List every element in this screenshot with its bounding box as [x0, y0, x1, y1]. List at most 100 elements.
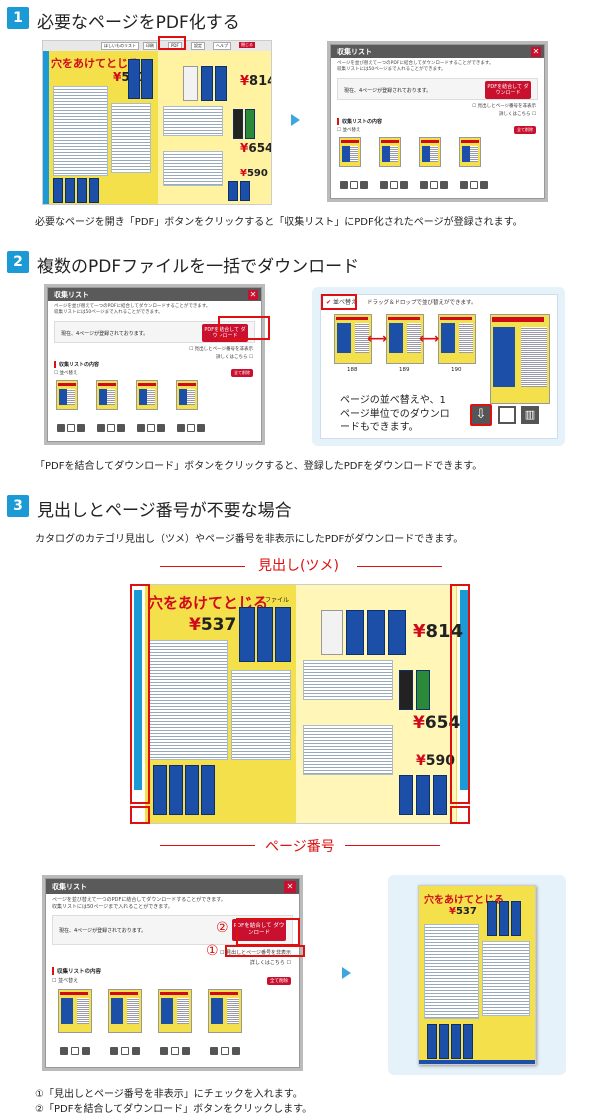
trash-icon[interactable] — [440, 181, 448, 189]
view-icon[interactable] — [350, 181, 358, 189]
merge-download-button[interactable]: PDFを結合して ダウンロード — [232, 919, 286, 941]
page-thumbnail[interactable] — [459, 137, 481, 167]
sort-callout-panel: ✔ 並べ替え ドラッグ＆ドロップで並び替えができます。 ⟷ ⟷ 188 189 … — [312, 287, 565, 446]
trash-icon[interactable] — [132, 1047, 140, 1055]
close-icon[interactable]: ✕ — [531, 47, 541, 57]
toolbar-print[interactable]: 印刷 — [143, 42, 157, 50]
dialog-title: 収集リスト — [52, 882, 87, 891]
more-info-link[interactable]: 詳しくはこちら ☐ — [499, 112, 536, 117]
delete-all-button[interactable]: 全て削除 — [267, 977, 291, 985]
hide-heading-checkbox[interactable]: ☐ 見出しとページ番号を非表示 — [220, 950, 291, 956]
price-4-value: 590 — [425, 753, 455, 769]
label-line — [357, 566, 442, 567]
toolbar-settings[interactable]: 設定 — [191, 42, 205, 50]
price-1: ¥537 — [189, 615, 236, 635]
hide-heading-checkbox[interactable]: ☐ 見出しとページ番号を非表示 — [189, 347, 253, 352]
catalog-toolbar: ほしいものリスト 印刷 PDF 設定 ヘルプ 閉じる — [43, 41, 271, 51]
hide-heading-label: 見出しとページ番号を非表示 — [226, 950, 291, 956]
download-icon[interactable] — [380, 181, 388, 189]
trash-icon[interactable] — [400, 181, 408, 189]
page-thumbnail[interactable] — [58, 989, 92, 1033]
view-icon[interactable] — [470, 181, 478, 189]
download-icon[interactable]: ⇩ — [470, 404, 492, 426]
view-icon[interactable] — [430, 181, 438, 189]
view-icon[interactable] — [498, 406, 516, 424]
view-icon[interactable] — [390, 181, 398, 189]
more-info-link[interactable]: 詳しくはこちら ☐ — [216, 355, 253, 360]
price-3-value: 654 — [248, 141, 272, 155]
sort-highlight — [321, 294, 357, 310]
delete-all-button[interactable]: 全て削除 — [514, 126, 536, 134]
download-icon[interactable] — [420, 181, 428, 189]
download-icon[interactable] — [110, 1047, 118, 1055]
catalog-title: 穴をあけてとじる — [148, 594, 269, 612]
download-icon[interactable] — [60, 1047, 68, 1055]
view-icon[interactable] — [71, 1047, 79, 1055]
download-icon[interactable] — [97, 424, 105, 432]
trash-icon[interactable]: ▥ — [521, 406, 539, 424]
yen-mark: ¥ — [240, 141, 249, 155]
merge-download-button[interactable]: PDFを結合して ダウンロード — [485, 80, 531, 99]
view-icon[interactable] — [221, 1047, 229, 1055]
page-thumbnail[interactable] — [108, 989, 142, 1033]
page-thumbnail[interactable] — [386, 314, 424, 364]
label-line — [160, 845, 255, 846]
download-icon[interactable] — [137, 424, 145, 432]
trash-icon[interactable] — [480, 181, 488, 189]
dialog-titlebar: 収集リスト ✕ — [46, 879, 299, 894]
trash-icon[interactable] — [182, 1047, 190, 1055]
toolbar-help[interactable]: ヘルプ — [213, 42, 231, 50]
delete-all-button[interactable]: 全て削除 — [231, 369, 253, 377]
page-thumbnail[interactable] — [158, 989, 192, 1033]
hide-heading-checkbox[interactable]: ☐ 見出しとページ番号を非表示 — [472, 104, 536, 109]
download-icon[interactable] — [460, 181, 468, 189]
page-number-highlight-left — [130, 806, 150, 824]
page-thumbnail[interactable] — [96, 380, 118, 410]
step-3-number: 3 — [7, 495, 29, 517]
page-thumbnail[interactable] — [136, 380, 158, 410]
yen-mark: ¥ — [416, 753, 426, 769]
sort-checkbox[interactable]: ☐ 並べ替え — [52, 978, 79, 984]
page-thumbnail[interactable] — [438, 314, 476, 364]
merge-download-button[interactable]: PDFを結合して ダウンロード — [202, 323, 248, 342]
download-icon[interactable] — [177, 424, 185, 432]
close-icon[interactable]: ✕ — [248, 290, 258, 300]
toolbar-wishlist[interactable]: ほしいものリスト — [101, 42, 139, 50]
step-1-number: 1 — [7, 7, 29, 29]
view-icon[interactable] — [121, 1047, 129, 1055]
more-info-link[interactable]: 詳しくはこちら ☐ — [249, 960, 291, 966]
view-icon[interactable] — [67, 424, 75, 432]
page-thumbnail[interactable] — [56, 380, 78, 410]
page-number-highlight-right — [450, 806, 470, 824]
view-icon[interactable] — [147, 424, 155, 432]
sort-checkbox[interactable]: ☐ 並べ替え — [337, 128, 361, 133]
page-thumbnail[interactable] — [208, 989, 242, 1033]
page-thumbnail[interactable] — [339, 137, 361, 167]
download-icon[interactable] — [160, 1047, 168, 1055]
page-thumbnail[interactable] — [379, 137, 401, 167]
download-icon[interactable] — [57, 424, 65, 432]
trash-icon[interactable] — [360, 181, 368, 189]
trash-icon[interactable] — [117, 424, 125, 432]
download-icon[interactable] — [210, 1047, 218, 1055]
hide-heading-label: 見出しとページ番号を非表示 — [194, 347, 253, 352]
page-number-label: 188 — [347, 367, 358, 373]
sort-checkbox-enlarged[interactable]: ✔ 並べ替え — [326, 297, 357, 306]
download-icon[interactable] — [340, 181, 348, 189]
view-icon[interactable] — [107, 424, 115, 432]
close-icon[interactable]: ✕ — [284, 881, 296, 893]
trash-icon[interactable] — [77, 424, 85, 432]
page-thumbnail[interactable] — [334, 314, 372, 364]
sort-checkbox[interactable]: ☐ 並べ替え — [54, 371, 78, 376]
view-icon[interactable] — [171, 1047, 179, 1055]
toolbar-close[interactable]: 閉じる — [239, 42, 255, 48]
trash-icon[interactable] — [197, 424, 205, 432]
spec-table — [111, 103, 151, 173]
trash-icon[interactable] — [82, 1047, 90, 1055]
trash-icon[interactable] — [232, 1047, 240, 1055]
trash-icon[interactable] — [157, 424, 165, 432]
page-thumbnail[interactable] — [176, 380, 198, 410]
page-thumbnail-large[interactable] — [490, 314, 550, 404]
view-icon[interactable] — [187, 424, 195, 432]
page-thumbnail[interactable] — [419, 137, 441, 167]
